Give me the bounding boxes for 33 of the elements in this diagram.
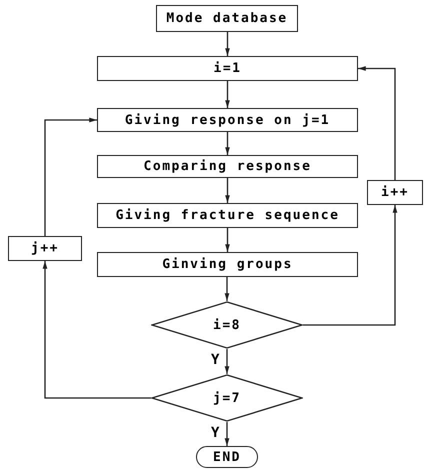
edge-label: Y (211, 426, 220, 440)
node-label: j++ (31, 242, 59, 255)
node-label: i=1 (214, 62, 242, 75)
node-label: i++ (381, 186, 409, 199)
arrow (44, 118, 97, 236)
node-label: Ginving groups (162, 258, 293, 271)
node-label: Giving fracture sequence (116, 209, 340, 222)
process-box (97, 56, 358, 81)
process-box (367, 180, 423, 205)
edge-label: Y (211, 353, 220, 367)
process-box (156, 5, 298, 32)
node-label: i=8 (213, 318, 241, 332)
node-label: END (213, 450, 241, 464)
arrow (303, 205, 398, 326)
arrow (225, 228, 230, 252)
node-label: j=7 (213, 392, 241, 404)
arrow (42, 261, 151, 399)
process-box (97, 203, 358, 228)
arrow (224, 422, 230, 446)
process-box (8, 236, 82, 261)
node-label: Comparing response (144, 160, 312, 173)
process-box (97, 252, 358, 277)
node-label: Giving response on j=1 (124, 114, 330, 126)
node-label: Mode database (166, 12, 288, 25)
arrow (224, 349, 230, 374)
arrow (358, 66, 396, 180)
arrow (225, 32, 230, 56)
arrow (225, 178, 230, 203)
arrow (225, 132, 230, 155)
arrow (224, 277, 230, 301)
process-box (97, 155, 358, 178)
process-box (97, 108, 358, 132)
arrow (225, 81, 230, 108)
